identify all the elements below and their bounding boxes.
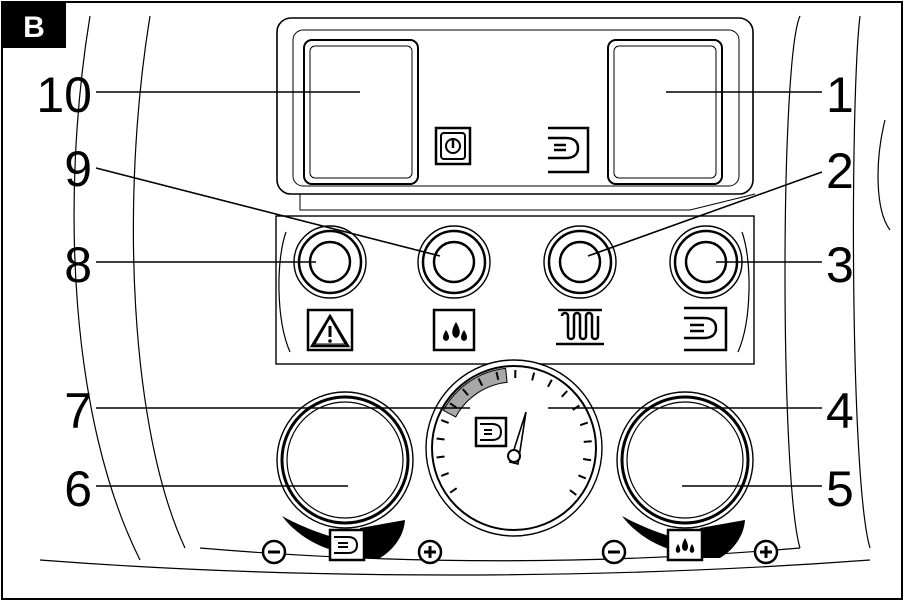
plus-icon: [753, 539, 779, 565]
gauge-tick: [449, 402, 458, 409]
display-housing: [276, 17, 756, 211]
gauge-pivot: [507, 449, 521, 463]
gauge-tick: [440, 472, 450, 477]
gauge-tick: [531, 372, 536, 381]
heating-temperature-knob[interactable]: [616, 391, 754, 529]
hot-water-tap-icon: [684, 306, 728, 352]
gauge-tick: [436, 437, 445, 441]
gauge-tick: [436, 455, 445, 459]
left-display-window: [303, 39, 419, 185]
gauge-tick: [495, 371, 500, 381]
hot-water-temperature-knob[interactable]: [276, 391, 414, 529]
knob-scale-right-high: [700, 520, 745, 558]
gauge-tick: [569, 489, 577, 496]
callout-6: 6: [64, 461, 92, 517]
gauge-tick: [440, 419, 450, 424]
minus-icon: [261, 539, 287, 565]
panel-label-badge: B: [2, 2, 66, 48]
gauge-tick: [578, 474, 587, 480]
power-icon: [434, 126, 472, 166]
button-3[interactable]: [669, 225, 743, 299]
callout-10: 10: [36, 67, 92, 123]
gauge-tick: [477, 378, 484, 387]
callout-3: 3: [826, 237, 854, 293]
gauge-tick: [561, 390, 568, 398]
callout-4: 4: [826, 383, 854, 439]
hot-water-tap-icon: [328, 528, 366, 562]
callout-7: 7: [64, 383, 92, 439]
hot-water-tap-icon: [548, 126, 590, 174]
gauge-tick: [579, 421, 589, 427]
right-display-window: [607, 39, 723, 185]
hot-water-tap-icon: [474, 416, 508, 448]
plus-icon: [417, 539, 443, 565]
panel-label: B: [23, 11, 45, 44]
radiator-coil-icon: [556, 308, 604, 346]
callout-8: 8: [64, 237, 92, 293]
callout-1: 1: [826, 67, 854, 123]
minus-icon: [601, 539, 627, 565]
callout-9: 9: [64, 141, 92, 197]
gauge-tick: [582, 457, 592, 462]
callout-5: 5: [826, 461, 854, 517]
water-drops-icon: [432, 308, 476, 352]
callout-2: 2: [826, 143, 854, 199]
gauge-ticks: [436, 369, 592, 496]
leader-lines: [95, 91, 823, 487]
gauge-tick: [449, 487, 458, 494]
water-drops-icon: [666, 528, 704, 562]
pressure-gauge: [425, 359, 603, 537]
warning-triangle-icon: [306, 308, 354, 352]
gauge-tick: [547, 379, 553, 388]
gauge-green-zone: [442, 367, 508, 418]
button-2[interactable]: [543, 225, 617, 299]
gauge-tick: [462, 388, 469, 396]
knob-scale-left-high: [360, 520, 405, 558]
gauge-tick: [583, 440, 592, 443]
button-9[interactable]: [417, 225, 491, 299]
